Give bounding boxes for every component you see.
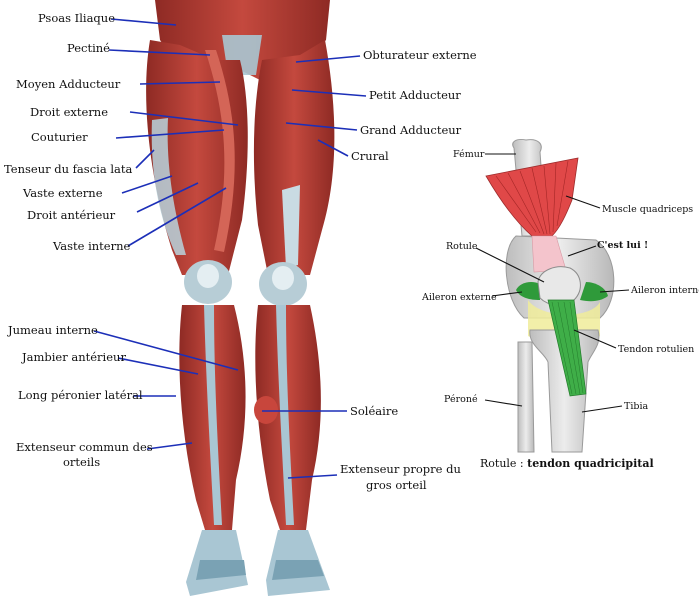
label-cest-lui: C'est lui ! bbox=[597, 240, 648, 251]
label-petit-adducteur: Petit Adducteur bbox=[369, 88, 461, 102]
label-jambier-anterieur: Jambier antérieur bbox=[21, 350, 126, 364]
fibula-bone bbox=[517, 341, 535, 453]
label-moyen-adducteur: Moyen Adducteur bbox=[16, 77, 121, 91]
right-foot-tendons bbox=[272, 560, 324, 580]
label-extenseur-commun-line2: orteils bbox=[63, 455, 100, 469]
label-psoas-iliaque: Psoas Iliaque bbox=[38, 11, 115, 25]
label-perone: Péroné bbox=[444, 394, 478, 405]
left-foot-tendons bbox=[196, 560, 246, 580]
label-grand-adducteur: Grand Adducteur bbox=[360, 123, 462, 137]
legs-illustration bbox=[146, 0, 335, 596]
label-couturier: Couturier bbox=[31, 130, 88, 144]
right-tibia-stripe bbox=[276, 305, 294, 525]
knee-leaders bbox=[475, 153, 630, 413]
label-droit-anterieur: Droit antérieur bbox=[27, 208, 116, 222]
label-vaste-interne: Vaste interne bbox=[52, 239, 131, 253]
left-patella bbox=[197, 264, 219, 288]
left-tibia-stripe bbox=[204, 305, 222, 525]
patellar-tendon-fibers bbox=[551, 301, 584, 395]
label-droit-externe: Droit externe bbox=[30, 105, 108, 119]
caption-prefix: Rotule : bbox=[480, 457, 527, 470]
knee-caption: Rotule : tendon quadricipital bbox=[480, 457, 654, 470]
left-thigh-fascia bbox=[151, 118, 186, 255]
left-leaders bbox=[93, 18, 239, 450]
label-soleaire: Soléaire bbox=[350, 404, 398, 418]
label-muscle-quadriceps: Muscle quadriceps bbox=[602, 204, 693, 215]
label-rotule: Rotule bbox=[446, 241, 478, 252]
label-tenseur-fascia-lata: Tenseur du fascia lata bbox=[4, 162, 132, 176]
label-tendon-rotulien: Tendon rotulien bbox=[618, 344, 694, 355]
patella-bone bbox=[537, 266, 581, 306]
label-extenseur-propre-line1: Extenseur propre du bbox=[340, 462, 461, 476]
left-sartorius bbox=[205, 50, 235, 252]
label-tibia: Tibia bbox=[624, 401, 648, 412]
right-patella bbox=[272, 266, 294, 290]
label-long-peronier-lateral: Long péronier latéral bbox=[18, 388, 143, 402]
label-extenseur-propre-line2: gros orteil bbox=[366, 478, 427, 492]
label-pectine: Pectiné bbox=[67, 41, 110, 55]
label-obturateur-externe: Obturateur externe bbox=[363, 48, 477, 62]
label-jumeau-interne: Jumeau interne bbox=[7, 323, 98, 337]
label-vaste-externe: Vaste externe bbox=[22, 186, 103, 200]
right-leaders bbox=[262, 55, 367, 479]
right-thigh bbox=[253, 40, 335, 275]
label-aileron-externe: Aileron externe bbox=[421, 292, 497, 303]
right-labels: Obturateur externe Petit Adducteur Grand… bbox=[340, 48, 477, 492]
left-labels: Psoas Iliaque Pectiné Moyen Adducteur Dr… bbox=[4, 11, 153, 469]
aileron-interne-shape bbox=[580, 282, 608, 302]
right-thigh-tendon bbox=[282, 185, 300, 268]
knee-labels: Fémur Muscle quadriceps Rotule C'est lui… bbox=[421, 149, 699, 412]
quadriceps-fibers bbox=[495, 160, 569, 235]
quadriceps-muscle bbox=[485, 157, 579, 237]
aileron-externe-shape bbox=[516, 282, 540, 300]
label-femur: Fémur bbox=[453, 149, 485, 160]
label-crural: Crural bbox=[351, 149, 389, 163]
right-soleus-bulge bbox=[254, 396, 278, 424]
label-aileron-interne: Aileron interne bbox=[630, 285, 699, 296]
label-extenseur-commun-line1: Extenseur commun des bbox=[16, 440, 153, 454]
caption-bold: tendon quadricipital bbox=[527, 457, 654, 470]
knee-diagram bbox=[485, 139, 615, 453]
